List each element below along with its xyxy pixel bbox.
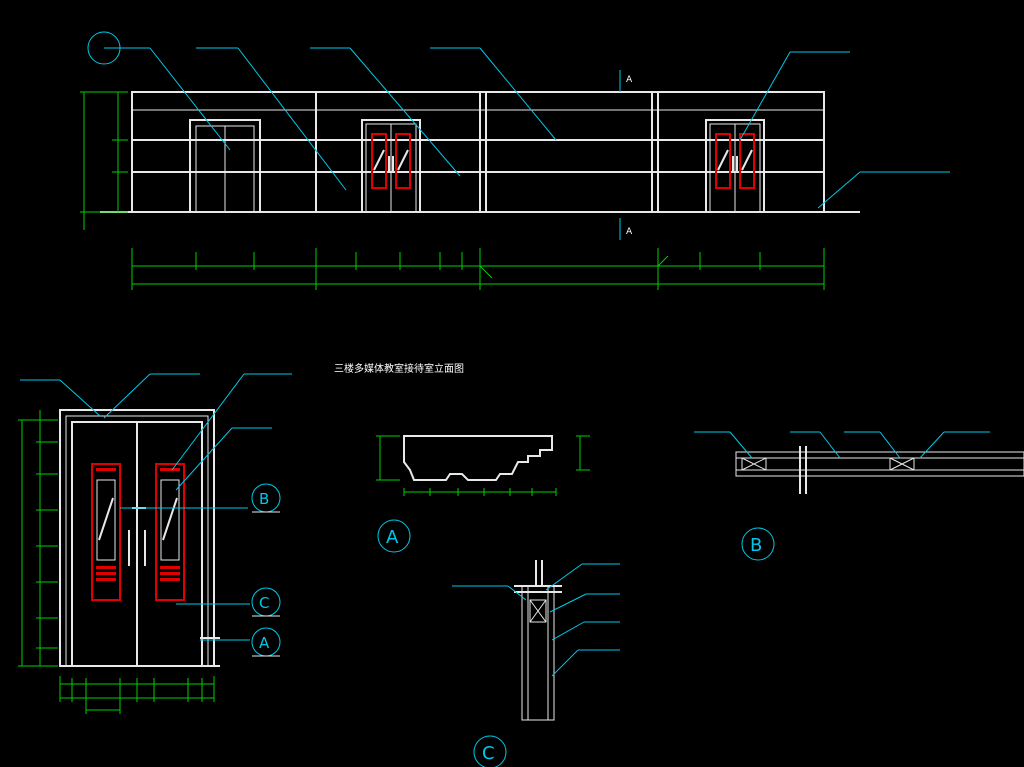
plain-door-elevation <box>189 119 261 213</box>
elevation-leaders <box>87 31 950 209</box>
svg-text:A: A <box>626 227 633 237</box>
door-height-dimension <box>18 410 58 667</box>
detail-label-a: A <box>377 519 411 553</box>
svg-text:C: C <box>259 594 269 612</box>
detail-label-b: B <box>741 527 775 561</box>
glass-door-elevation-2 <box>705 119 765 213</box>
svg-text:B: B <box>750 535 762 556</box>
svg-text:A: A <box>386 527 399 548</box>
elevation-height-dimension <box>80 91 128 230</box>
double-door-detail <box>59 409 220 667</box>
detail-label-c: C <box>473 735 507 767</box>
elevation-dimension-chain <box>131 248 825 290</box>
glass-door-elevation-1 <box>361 119 421 213</box>
svg-text:C: C <box>482 743 495 764</box>
wall-section-detail-c <box>452 560 620 721</box>
wall-section-detail-b <box>694 431 1024 494</box>
callout-b: B <box>251 483 281 513</box>
svg-text:A: A <box>259 634 270 652</box>
section-marker-bottom: A <box>619 218 633 240</box>
door-leaders <box>20 373 292 641</box>
callout-a: A <box>251 627 281 657</box>
wall-elevation <box>100 91 860 213</box>
svg-text:A: A <box>626 75 633 85</box>
svg-text:B: B <box>259 490 269 508</box>
door-width-dimension <box>59 676 215 714</box>
section-marker-top: A <box>619 70 633 92</box>
elevation-title: 三楼多媒体教室接待室立面图 <box>334 362 464 375</box>
callout-c: C <box>251 587 281 617</box>
molding-profile-detail <box>376 435 590 496</box>
